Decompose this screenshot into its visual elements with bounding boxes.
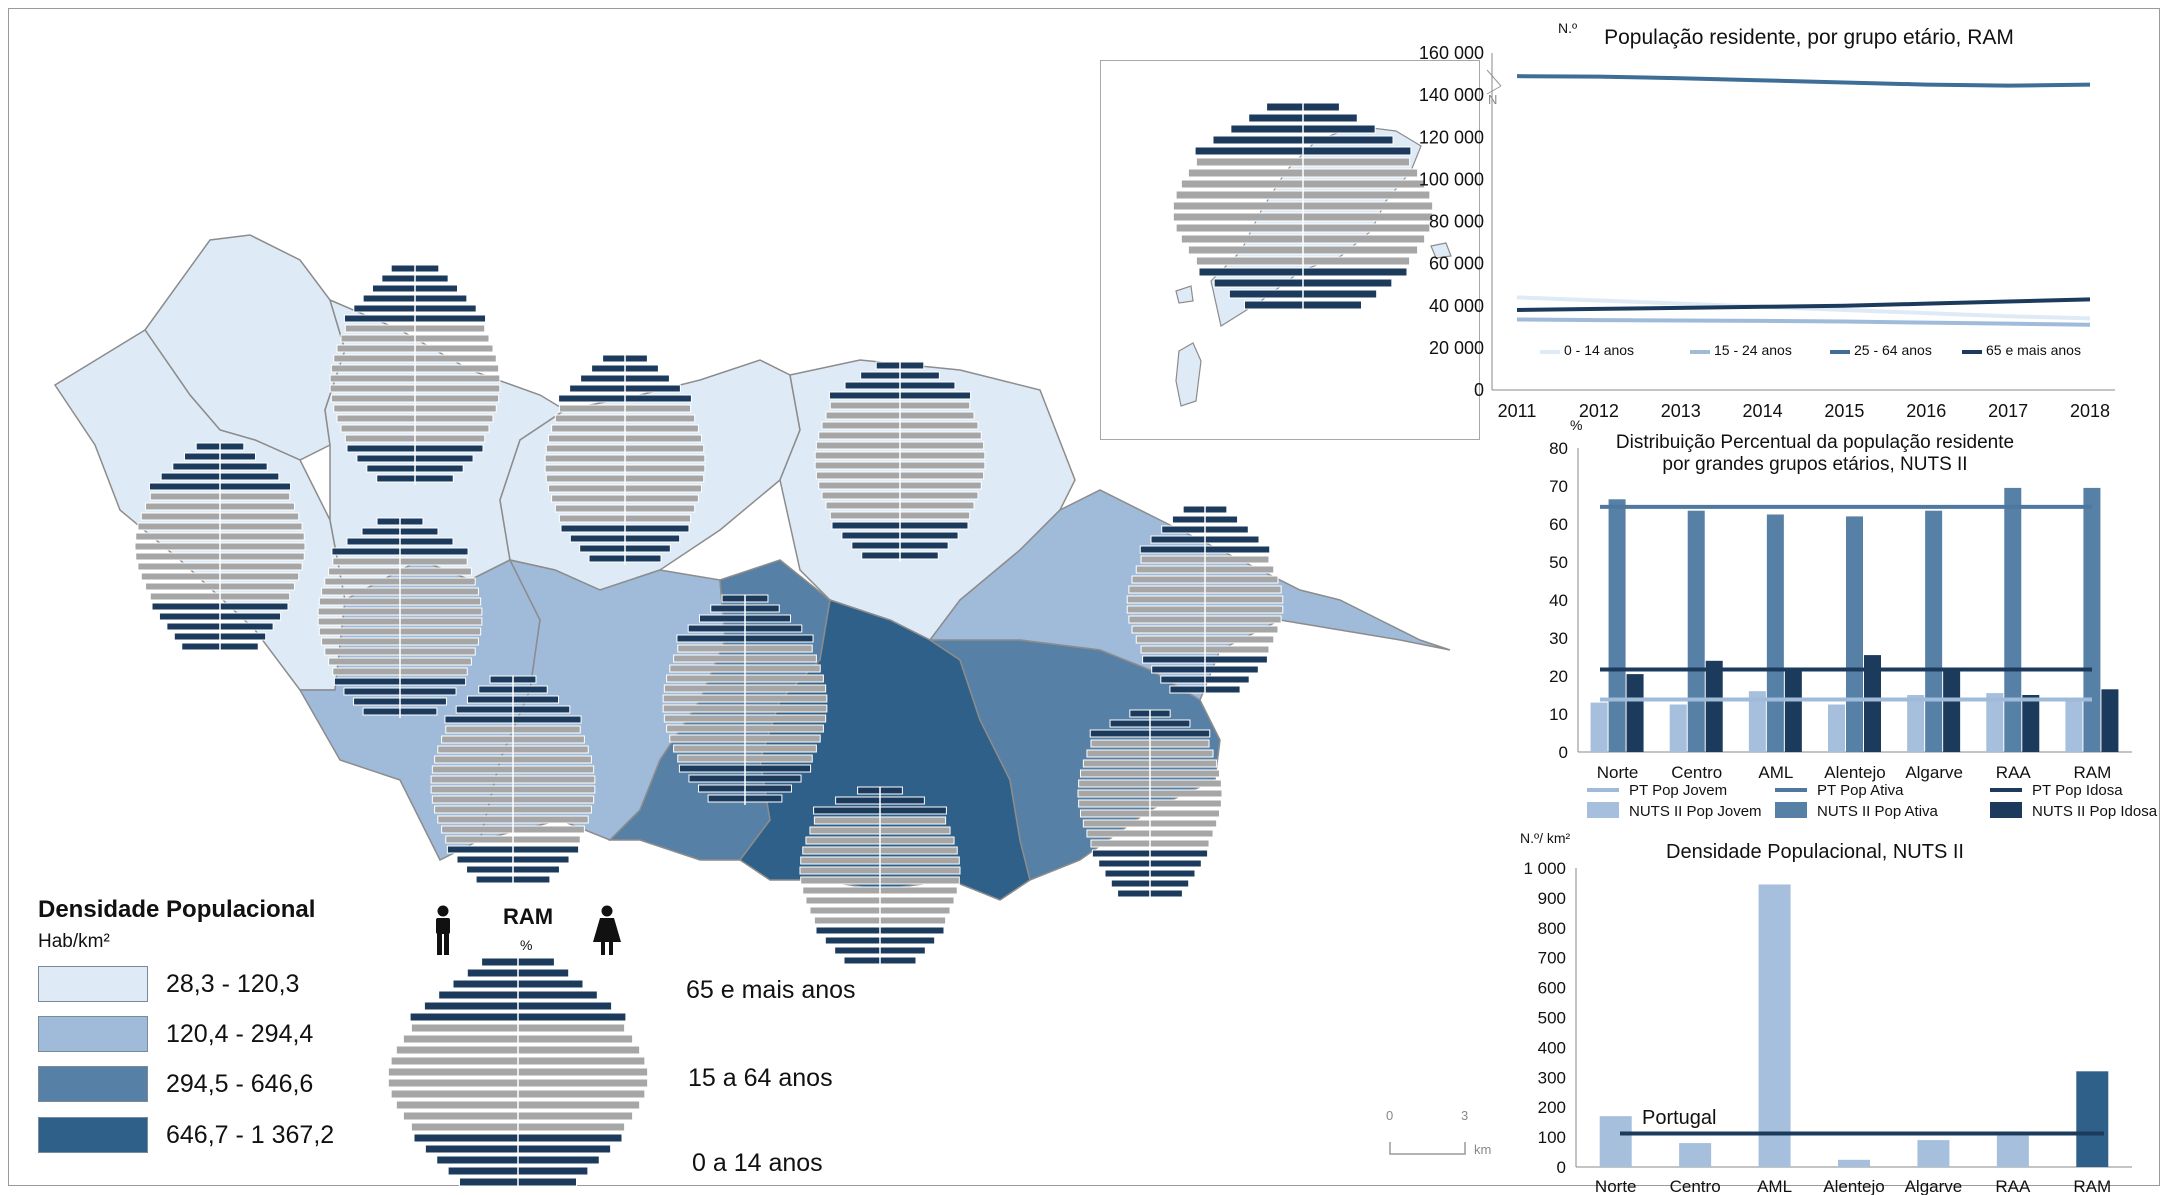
legend-class-label: 28,3 - 120,3 — [166, 970, 300, 998]
islet-baixo — [1175, 342, 1202, 407]
scale-start: 0 — [1386, 1108, 1394, 1123]
legend-class-4: 646,7 - 1 367,2 — [38, 1117, 334, 1155]
legend-class-2: 120,4 - 294,4 — [38, 1016, 328, 1054]
legend-title: Densidade Populacional — [38, 896, 316, 923]
municipality-pyramids — [134, 264, 1284, 967]
age-pyramid — [329, 264, 501, 485]
male-icon — [436, 905, 450, 955]
age-label-active: 15 a 64 anos — [688, 1064, 833, 1092]
ram-age-pyramid — [387, 957, 649, 1189]
scale-bar — [1389, 1142, 1466, 1155]
porto-santo-pyramid — [1172, 102, 1434, 312]
scale-unit: km — [1474, 1142, 1492, 1157]
age-label-young: 0 a 14 anos — [692, 1149, 823, 1177]
age-pyramid — [1077, 709, 1223, 900]
age-pyramid — [430, 675, 596, 886]
age-pyramid — [134, 442, 306, 653]
age-pyramid — [814, 361, 986, 562]
islet-ferro — [1175, 285, 1194, 304]
inset-map-porto-santo — [1100, 60, 1480, 440]
age-pyramid — [799, 786, 961, 967]
age-pyramid — [662, 594, 828, 805]
legend-swatch — [38, 1117, 148, 1153]
age-pyramid — [1172, 102, 1434, 312]
north-arrow: N — [1488, 92, 1498, 107]
scale-end: 3 — [1461, 1108, 1469, 1123]
legend-class-label: 120,4 - 294,4 — [166, 1020, 314, 1048]
legend-swatch — [38, 1066, 148, 1102]
legend-class-1: 28,3 - 120,3 — [38, 966, 328, 1004]
age-pyramid — [544, 354, 706, 565]
pyramid-title: RAM — [503, 904, 554, 929]
legend-class-label: 646,7 - 1 367,2 — [166, 1121, 335, 1149]
legend-class-label: 294,5 - 646,6 — [166, 1070, 314, 1098]
age-label-old: 65 e mais anos — [686, 976, 856, 1004]
legend-unit: Hab/km² — [38, 931, 110, 952]
age-pyramid — [1126, 505, 1284, 696]
age-pyramid — [387, 957, 649, 1189]
legend-class-3: 294,5 - 646,6 — [38, 1066, 328, 1104]
pyramid-unit: % — [520, 937, 533, 953]
female-icon — [593, 905, 621, 955]
islet-cima — [1430, 242, 1452, 259]
legend-swatch — [38, 1016, 148, 1052]
age-pyramid — [317, 517, 483, 718]
north-arrow-icon — [1486, 69, 1502, 95]
legend-swatch — [38, 966, 148, 1002]
map-frame — [8, 8, 2160, 1186]
